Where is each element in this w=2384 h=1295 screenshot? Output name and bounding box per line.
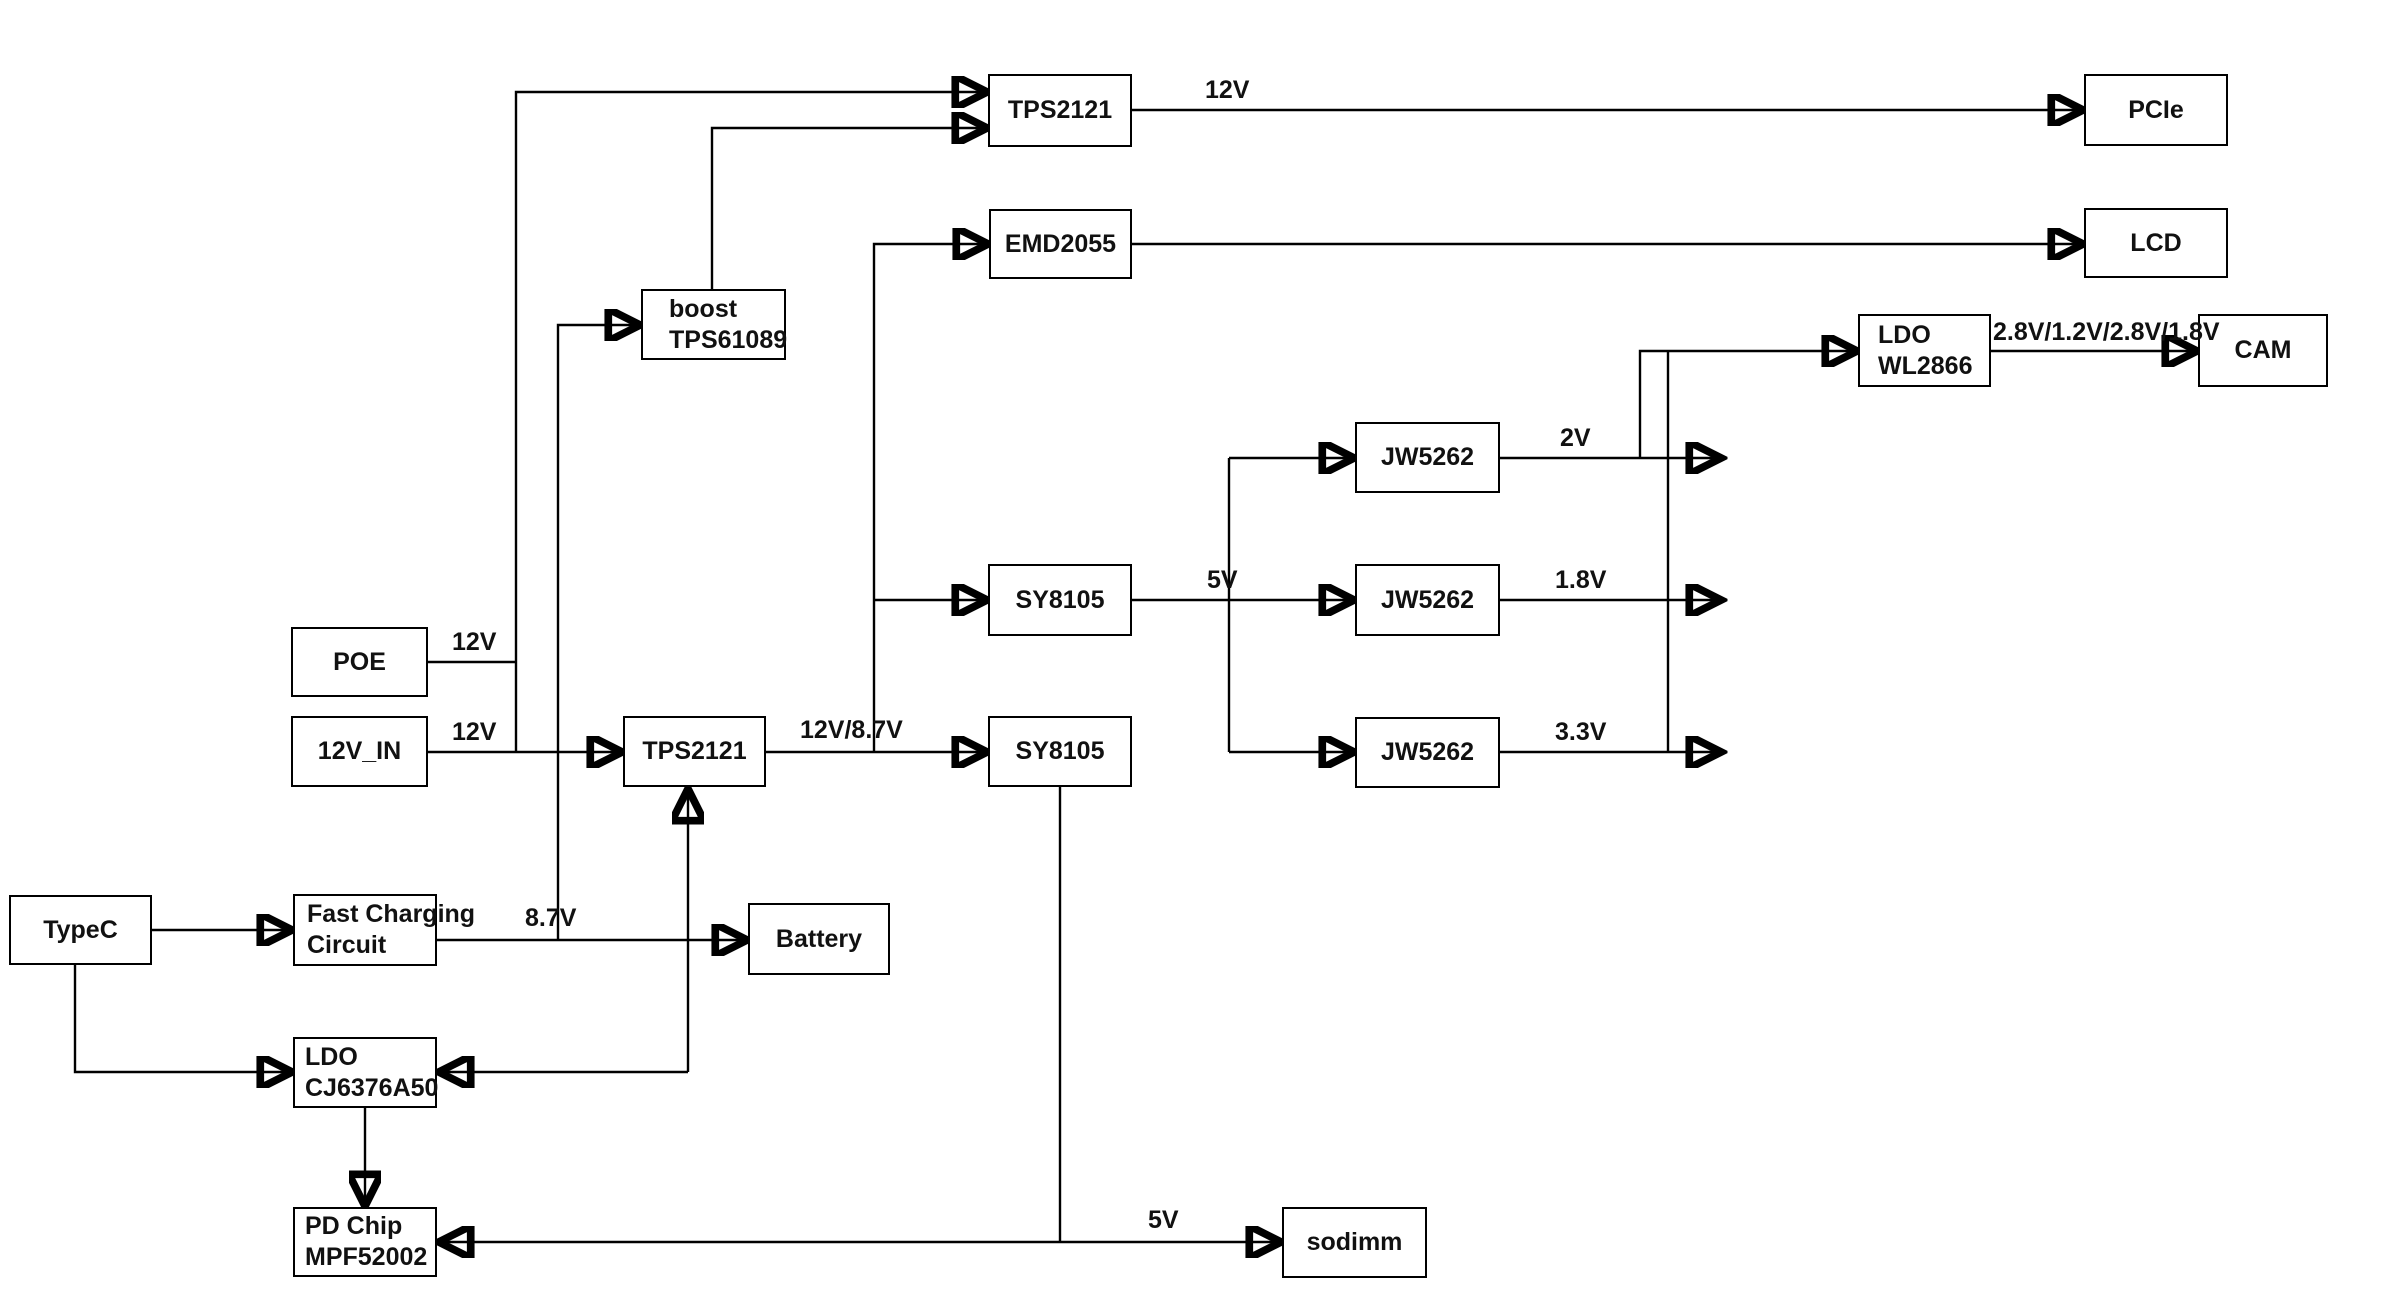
block-sy8105-b: SY8105 bbox=[988, 716, 1132, 787]
block-12v-in: 12V_IN bbox=[291, 716, 428, 787]
block-label: TypeC bbox=[43, 915, 118, 944]
block-boost-tps61089: boost TPS61089 bbox=[641, 289, 788, 360]
block-jw5262-a: JW5262 bbox=[1355, 422, 1500, 493]
wire-label-87v: 8.7V bbox=[525, 904, 577, 932]
wire-label-2v: 2V bbox=[1560, 424, 1591, 452]
block-label-line2: Circuit bbox=[307, 931, 387, 959]
block-ldo-cj6376a50: LDO CJ6376A50 bbox=[293, 1037, 439, 1108]
block-fast-charging: Fast Charging Circuit bbox=[293, 894, 475, 966]
block-label-line2: CJ6376A50 bbox=[305, 1073, 439, 1102]
block-tps2121-mid: TPS2121 bbox=[623, 716, 766, 787]
block-poe: POE bbox=[291, 627, 428, 697]
wire-label-33v: 3.3V bbox=[1555, 718, 1607, 746]
block-label: CAM bbox=[2234, 336, 2292, 364]
block-label: TPS2121 bbox=[642, 737, 747, 765]
wire-label-12v-pcie: 12V bbox=[1205, 76, 1250, 104]
block-jw5262-b: JW5262 bbox=[1355, 564, 1500, 636]
block-label: SY8105 bbox=[1015, 737, 1105, 765]
block-label: JW5262 bbox=[1380, 738, 1475, 766]
block-lcd: LCD bbox=[2084, 208, 2228, 278]
block-ldo-wl2866: LDO WL2866 bbox=[1858, 314, 1991, 387]
wire-label-18v: 1.8V bbox=[1555, 566, 1607, 594]
block-label-line1: LDO bbox=[1878, 320, 1931, 349]
block-label: EMD2055 bbox=[1004, 229, 1117, 258]
block-label: 12V_IN bbox=[317, 737, 402, 765]
wire-2v-to-ldo-wl2866 bbox=[1638, 351, 1856, 458]
block-label-line1: Fast Charging bbox=[307, 900, 476, 928]
wire-label-5v: 5V bbox=[1207, 566, 1238, 594]
block-typec: TypeC bbox=[9, 895, 152, 965]
wire-label-5v-sodimm: 5V bbox=[1148, 1206, 1179, 1234]
block-label: POE bbox=[333, 647, 386, 676]
wire-label-cam-rails: 2.8V/1.2V/2.8V/1.8V bbox=[1993, 318, 2220, 346]
block-label: sodimm bbox=[1306, 1228, 1403, 1256]
block-label: JW5262 bbox=[1380, 585, 1475, 614]
wire-12vrail-to-tps2121top bbox=[514, 92, 986, 752]
block-emd2055: EMD2055 bbox=[989, 209, 1132, 279]
block-label-line1: PD Chip bbox=[305, 1212, 403, 1240]
block-label-line1: boost bbox=[669, 294, 738, 323]
block-label-line2: MPF52002 bbox=[305, 1243, 428, 1271]
block-cam: CAM bbox=[2198, 314, 2328, 387]
block-pcie: PCIe bbox=[2084, 74, 2228, 146]
wire-typec-to-ldo-cj bbox=[73, 965, 291, 1072]
block-tps2121-top: TPS2121 bbox=[988, 74, 1132, 147]
wire-label-12v-87v-rail: 12V/8.7V bbox=[800, 716, 903, 744]
wire-label-12v-poe: 12V bbox=[452, 628, 497, 656]
block-label: SY8105 bbox=[1015, 585, 1105, 614]
wire-87v-to-boost bbox=[556, 325, 639, 940]
block-label: TPS2121 bbox=[1007, 96, 1113, 124]
block-battery: Battery bbox=[748, 903, 890, 975]
block-pd-chip: PD Chip MPF52002 bbox=[293, 1207, 437, 1277]
block-label-line2: WL2866 bbox=[1878, 351, 1973, 380]
block-label-line2: TPS61089 bbox=[669, 325, 788, 354]
block-sy8105-a: SY8105 bbox=[988, 564, 1132, 636]
block-label: JW5262 bbox=[1380, 443, 1475, 471]
block-label-line1: LDO bbox=[305, 1042, 358, 1071]
block-jw5262-c: JW5262 bbox=[1355, 717, 1500, 788]
wire-label-12v-in: 12V bbox=[452, 718, 497, 746]
block-label: Battery bbox=[775, 924, 863, 953]
block-label: LCD bbox=[2130, 228, 2182, 257]
wire-rail-to-emd2055 bbox=[872, 244, 987, 752]
wire-boost-to-tps2121top bbox=[710, 128, 986, 289]
block-sodimm: sodimm bbox=[1282, 1207, 1427, 1278]
block-label: PCIe bbox=[2128, 95, 2184, 124]
